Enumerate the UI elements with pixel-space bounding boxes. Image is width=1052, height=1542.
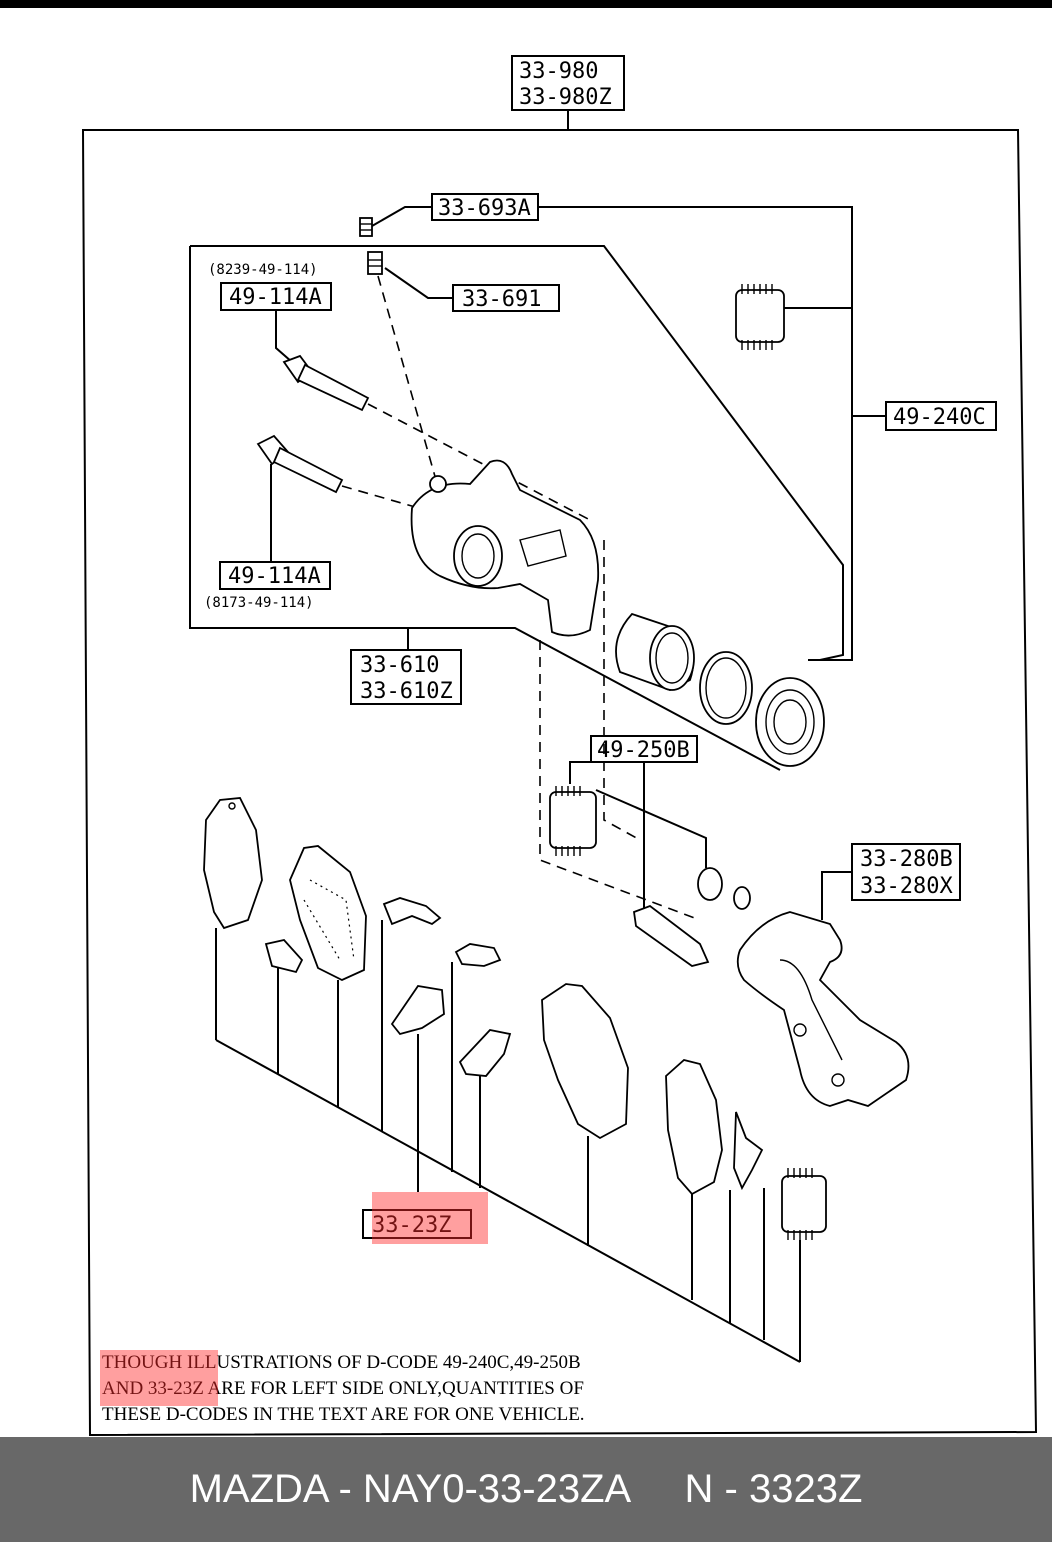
- svg-text:THOUGH ILLUSTRATIONS OF D-CODE: THOUGH ILLUSTRATIONS OF D-CODE 49-240C,4…: [102, 1352, 581, 1373]
- outer-pad-icon: [289, 845, 367, 981]
- highlight-footnote: [100, 1350, 218, 1406]
- caliper-bracket-icon: [736, 911, 910, 1107]
- pad-clip-left-icon: [264, 939, 304, 974]
- svg-text:33-980: 33-980: [519, 59, 598, 84]
- svg-text:33-610: 33-610: [360, 653, 439, 678]
- svg-text:AND 33-23Z ARE FOR LEFT SIDE O: AND 33-23Z ARE FOR LEFT SIDE ONLY,QUANTI…: [102, 1378, 584, 1399]
- svg-text:33-610Z: 33-610Z: [360, 679, 453, 704]
- svg-text:33-980Z: 33-980Z: [519, 85, 612, 110]
- svg-text:33-691: 33-691: [462, 287, 541, 312]
- anti-rattle-clip-2-icon: [454, 943, 502, 967]
- label-33-23Z[interactable]: 33-23Z: [362, 1209, 472, 1239]
- wear-indicator-icon: [733, 1111, 764, 1191]
- label-49-240C[interactable]: 49-240C: [885, 401, 997, 431]
- anti-rattle-clip-1-icon: [382, 897, 442, 926]
- piston-icon: [615, 612, 695, 691]
- svg-text:33-23Z: 33-23Z: [372, 1213, 451, 1238]
- label-33-980[interactable]: 33-980 33-980Z: [511, 55, 625, 111]
- boot-kit-package-icon: [549, 786, 597, 856]
- caliper-subframe: [189, 245, 844, 771]
- bleeder-screw-icon: [367, 251, 383, 275]
- bleeder-cap-icon: [359, 217, 373, 237]
- guide-boot-icon: [697, 867, 751, 910]
- slide-pin-icon: [633, 904, 710, 967]
- footer-text: MAZDA - NAY0-33-23ZA N - 3323Z: [189, 1467, 863, 1511]
- label-33-693A[interactable]: 33-693A: [431, 193, 539, 221]
- svg-text:49-114A: 49-114A: [228, 564, 321, 589]
- label-33-691[interactable]: 33-691: [452, 284, 560, 312]
- svg-text:49-250B: 49-250B: [597, 738, 690, 763]
- inner-shim-icon: [665, 1059, 723, 1196]
- seal-kit-package-icon: [735, 284, 785, 350]
- label-33-610[interactable]: 33-610 33-610Z: [350, 649, 462, 705]
- piston-seal-icon: [699, 651, 753, 725]
- guide-pin-upper-icon: [282, 354, 370, 412]
- guide-upper-ref-text: (8239-49-114): [208, 262, 318, 278]
- guide-lower-ref-text: (8173-49-114): [204, 595, 314, 611]
- svg-text:THESE D-CODES IN THE TEXT ARE: THESE D-CODES IN THE TEXT ARE FOR ONE VE…: [102, 1404, 585, 1425]
- highlight-33-23Z: [372, 1192, 488, 1244]
- svg-text:33-280X: 33-280X: [860, 874, 953, 899]
- anti-rattle-clip-4-icon: [458, 1029, 512, 1077]
- svg-text:33-280B: 33-280B: [860, 847, 953, 872]
- svg-text:33-693A: 33-693A: [438, 196, 531, 221]
- top-border: [0, 0, 1052, 8]
- label-33-280B[interactable]: 33-280B 33-280X: [851, 843, 961, 901]
- pad-kit-package-icon: [781, 1168, 827, 1240]
- caliper-body-icon: [410, 459, 600, 637]
- label-49-114A-lower[interactable]: 49-114A: [219, 561, 331, 590]
- footnote-text: THOUGH ILLUSTRATIONS OF D-CODE 49-240C,4…: [102, 1352, 585, 1425]
- svg-text:49-114A: 49-114A: [229, 285, 322, 310]
- outer-shim-icon: [203, 797, 263, 930]
- svg-text:49-240C: 49-240C: [893, 405, 986, 430]
- anti-rattle-clip-3-icon: [390, 985, 445, 1036]
- inner-pad-icon: [541, 983, 629, 1140]
- outer-frame: [81, 129, 1038, 1437]
- guide-pin-lower-icon: [256, 434, 344, 494]
- dust-boot-icon: [755, 677, 825, 767]
- brake-caliper-diagram: 33-980 33-980Z 33-693A 33-691 (8239-49-1…: [81, 55, 1038, 1437]
- label-49-114A-upper[interactable]: 49-114A: [220, 282, 332, 311]
- label-49-250B[interactable]: 49-250B: [590, 735, 698, 763]
- part-number-footer: MAZDA - NAY0-33-23ZA N - 3323Z: [0, 1437, 1052, 1542]
